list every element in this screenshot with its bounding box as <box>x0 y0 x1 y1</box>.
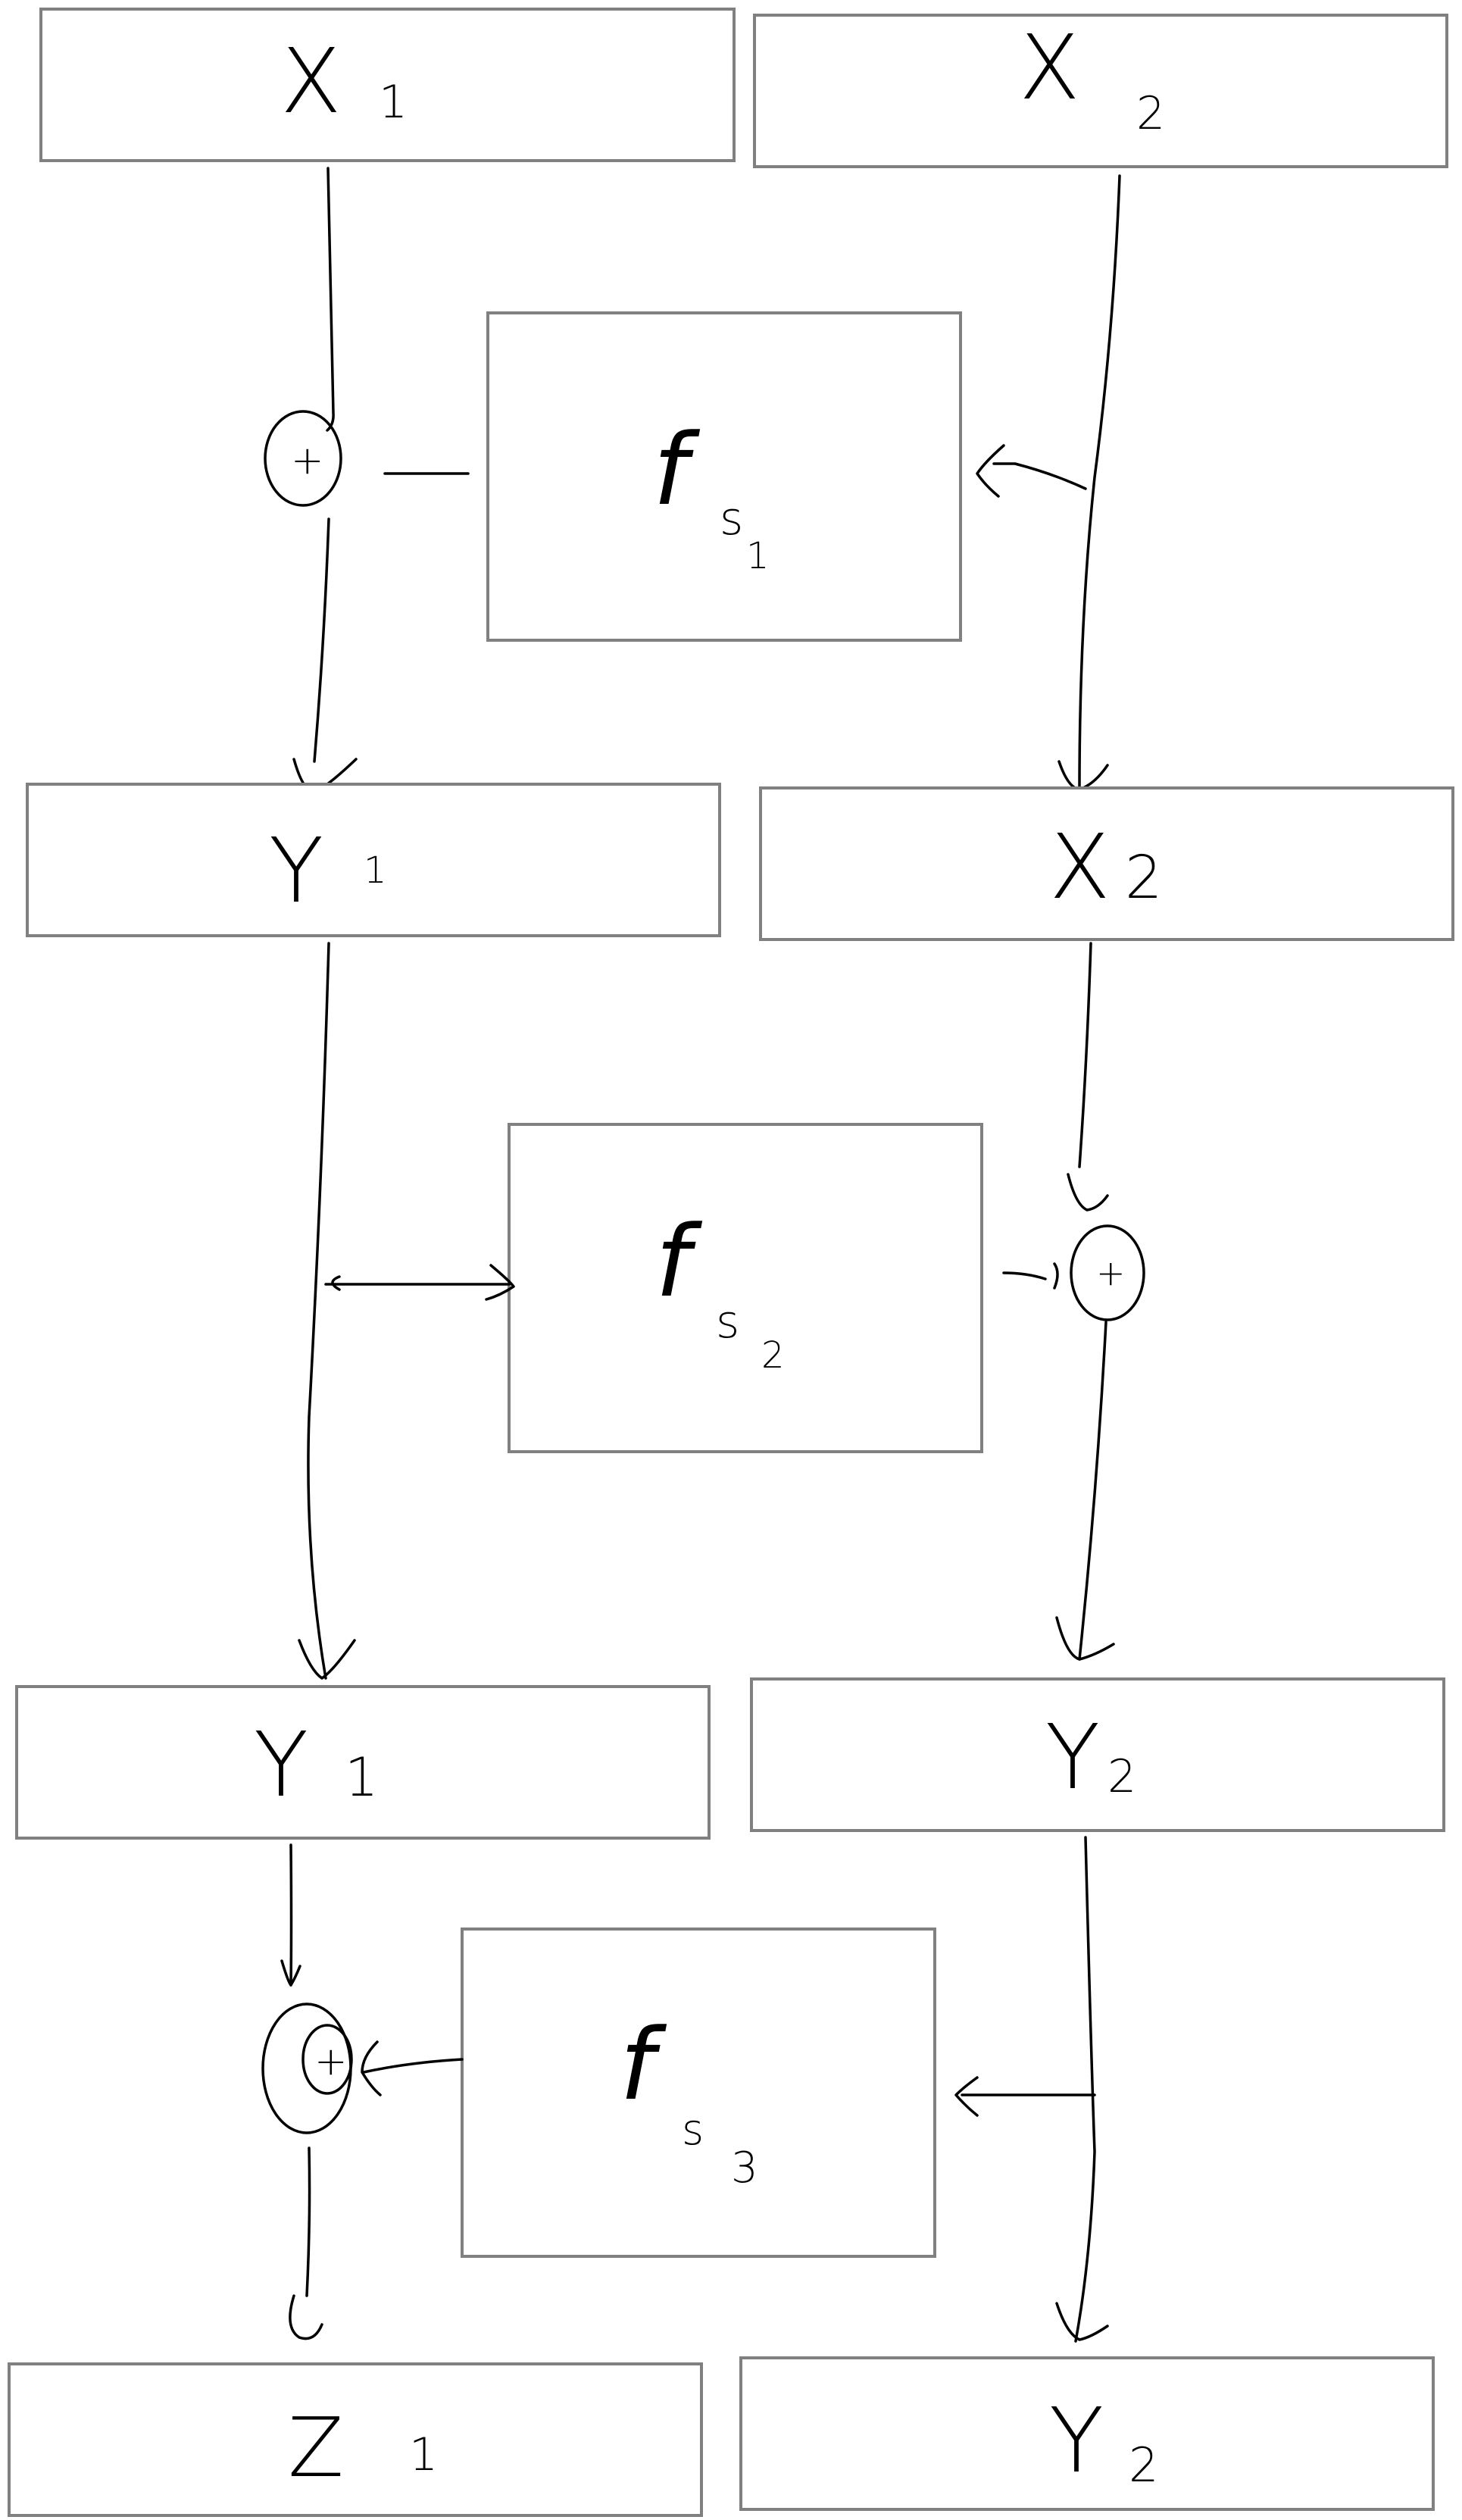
connectors-row1 <box>292 167 1121 793</box>
label-fs1-sub: s <box>720 492 743 546</box>
adder-3: + <box>261 2003 353 2134</box>
label-fs2-sub: s <box>716 1296 739 1349</box>
box-z1-bottom: Z 1 <box>8 2362 703 2517</box>
label-y2-low-main: Y <box>1045 1705 1100 1809</box>
connectors-row3 <box>280 1836 1109 2343</box>
box-y1-low: Y 1 <box>15 1685 711 1840</box>
label-x1-top-main: X <box>280 29 342 133</box>
label-y2-low-sub: 2 <box>1107 1750 1136 1803</box>
label-x2-mid-main: X <box>1049 814 1111 919</box>
adder-1: + <box>264 410 342 507</box>
label-y2-bottom-sub: 2 <box>1129 2437 1158 2493</box>
box-x1-top: X 1 <box>39 8 736 162</box>
label-x2-mid-sub: 2 <box>1125 844 1163 912</box>
box-x2-mid: X 2 <box>759 786 1454 941</box>
box-y2-low: Y 2 <box>750 1677 1445 1832</box>
label-z1-bottom-main: Z <box>288 2401 344 2496</box>
label-y1-mid-main: Y <box>269 818 323 923</box>
label-y1-low-sub: 1 <box>345 1746 379 1809</box>
adder-3-symbol: + <box>314 2039 348 2084</box>
label-fs3-subsub: 3 <box>731 2143 758 2193</box>
box-x2-top: X 2 <box>753 14 1448 168</box>
label-y1-low-main: Y <box>254 1712 308 1817</box>
label-x2-top-main: X <box>1019 15 1080 120</box>
box-fs2: f s 2 <box>508 1123 983 1453</box>
box-y2-bottom: Y 2 <box>739 2356 1435 2511</box>
label-fs3-sub: s <box>682 2106 704 2155</box>
label-x2-top-sub: 2 <box>1136 87 1165 140</box>
label-fs1-subsub: 1 <box>746 535 770 577</box>
connectors-row2 <box>298 942 1115 1680</box>
label-z1-bottom-sub: 1 <box>409 2428 438 2481</box>
label-fs2-subsub: 2 <box>761 1334 785 1377</box>
adder-2: + <box>1070 1224 1145 1321</box>
adder-1-symbol: + <box>291 438 324 483</box>
box-y1-mid: Y 1 <box>26 783 721 937</box>
label-y2-bottom-main: Y <box>1049 2388 1104 2493</box>
box-fs1: f s 1 <box>486 311 962 642</box>
box-fs3: f s 3 <box>461 1928 936 2258</box>
label-x1-top-sub: 1 <box>379 76 408 129</box>
label-y1-mid-sub: 1 <box>364 849 387 892</box>
adder-2-symbol: + <box>1096 1252 1126 1293</box>
